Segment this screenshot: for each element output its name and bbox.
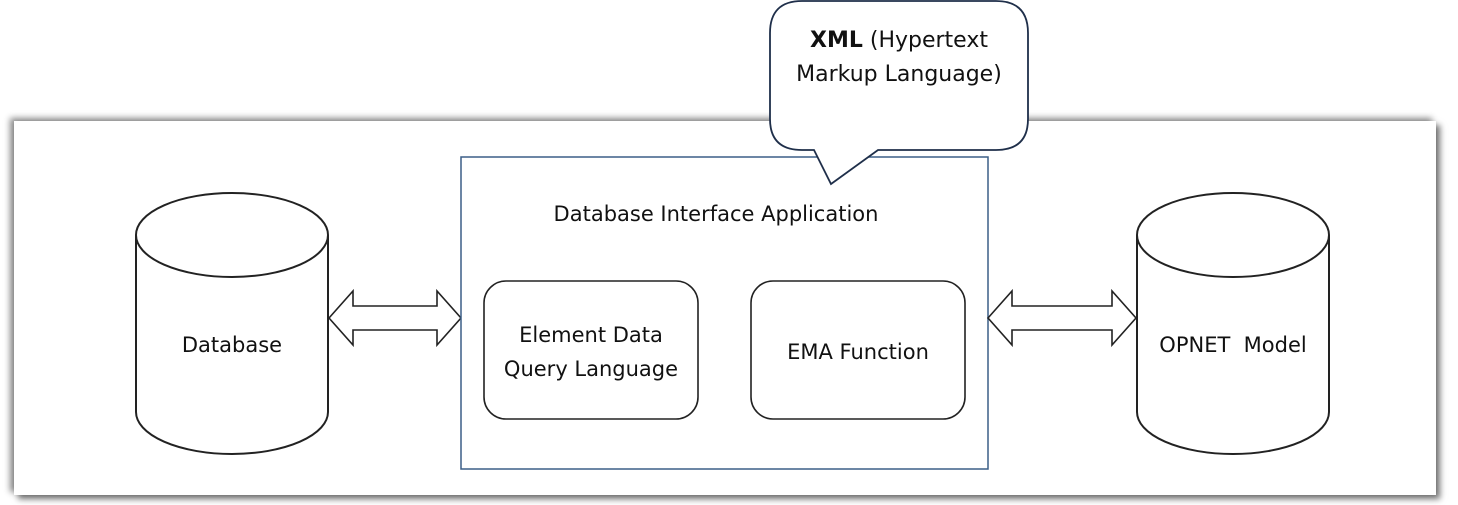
query-language-line1: Element Data [519,323,663,347]
xml-callout-rest: (Hypertext Markup Language) [796,28,1002,87]
ema-function-box [750,280,966,420]
xml-callout-text: XML (Hypertext Markup Language) [780,24,1018,92]
database-cylinder [135,192,329,455]
element-data-query-language-box [483,280,699,420]
ema-function-label: EMA Function [787,340,929,364]
xml-callout-bubble [769,0,1029,186]
opnet-model-cylinder [1136,192,1330,455]
opnet-model-label: OPNET Model [1159,333,1306,357]
query-language-line2: Query Language [504,357,678,381]
xml-callout-bold: XML [810,28,863,53]
bidirectional-arrow-right [986,288,1138,348]
app-box-title: Database Interface Application [554,202,879,226]
bidirectional-arrow-left [327,288,463,348]
database-label: Database [182,333,282,357]
